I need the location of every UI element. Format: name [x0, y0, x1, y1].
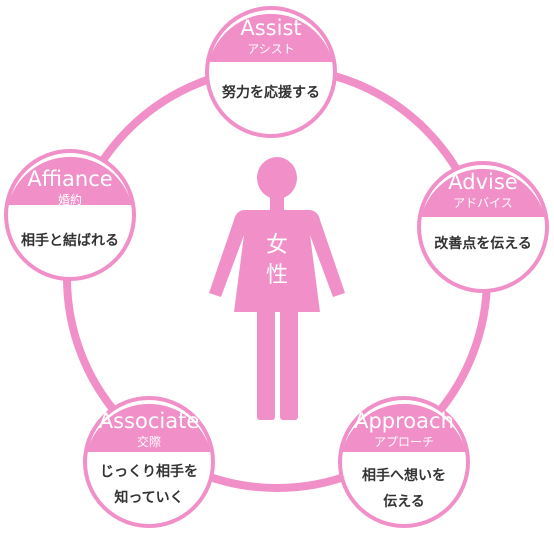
node-title: Assist [240, 16, 301, 40]
center-label-line2: 性 [266, 263, 288, 288]
node-desc-line: 相手へ想いを [362, 467, 446, 484]
node-affiance: Affiance 婚約 相手と結ばれる [4, 149, 136, 281]
node-title: Affiance [27, 167, 112, 191]
node-subtitle: アドバイス [453, 196, 513, 210]
node-desc-line: じっくり相手を [100, 463, 198, 480]
center-label-line1: 女 [266, 233, 288, 258]
node-header [87, 403, 211, 452]
node-desc-line: 改善点を伝える [434, 235, 532, 252]
node-desc-line: 努力を応援する [222, 84, 320, 101]
node-subtitle: 婚約 [58, 192, 82, 207]
woman-figure-icon [209, 157, 345, 420]
node-header [342, 403, 466, 452]
node-subtitle: 交際 [137, 434, 161, 449]
node-approach: Approach アプローチ 相手へ想いを 伝える [338, 396, 470, 528]
node-assist: Assist アシスト 努力を応援する [205, 6, 337, 138]
node-header [421, 168, 545, 217]
node-desc-line: 知っていく [114, 489, 183, 506]
node-title: Approach [354, 409, 454, 433]
node-desc-line: 相手と結ばれる [21, 232, 119, 249]
node-subtitle: アプローチ [374, 435, 434, 449]
node-associate: Associate 交際 じっくり相手を 知っていく [83, 396, 215, 528]
node-advise: Advise アドバイス 改善点を伝える [417, 161, 549, 293]
node-subtitle: アシスト [247, 42, 295, 56]
node-desc-line: 伝える [383, 493, 425, 510]
node-title: Advise [448, 170, 517, 194]
node-header [8, 156, 132, 205]
node-header [209, 13, 333, 62]
node-title: Associate [99, 409, 200, 433]
